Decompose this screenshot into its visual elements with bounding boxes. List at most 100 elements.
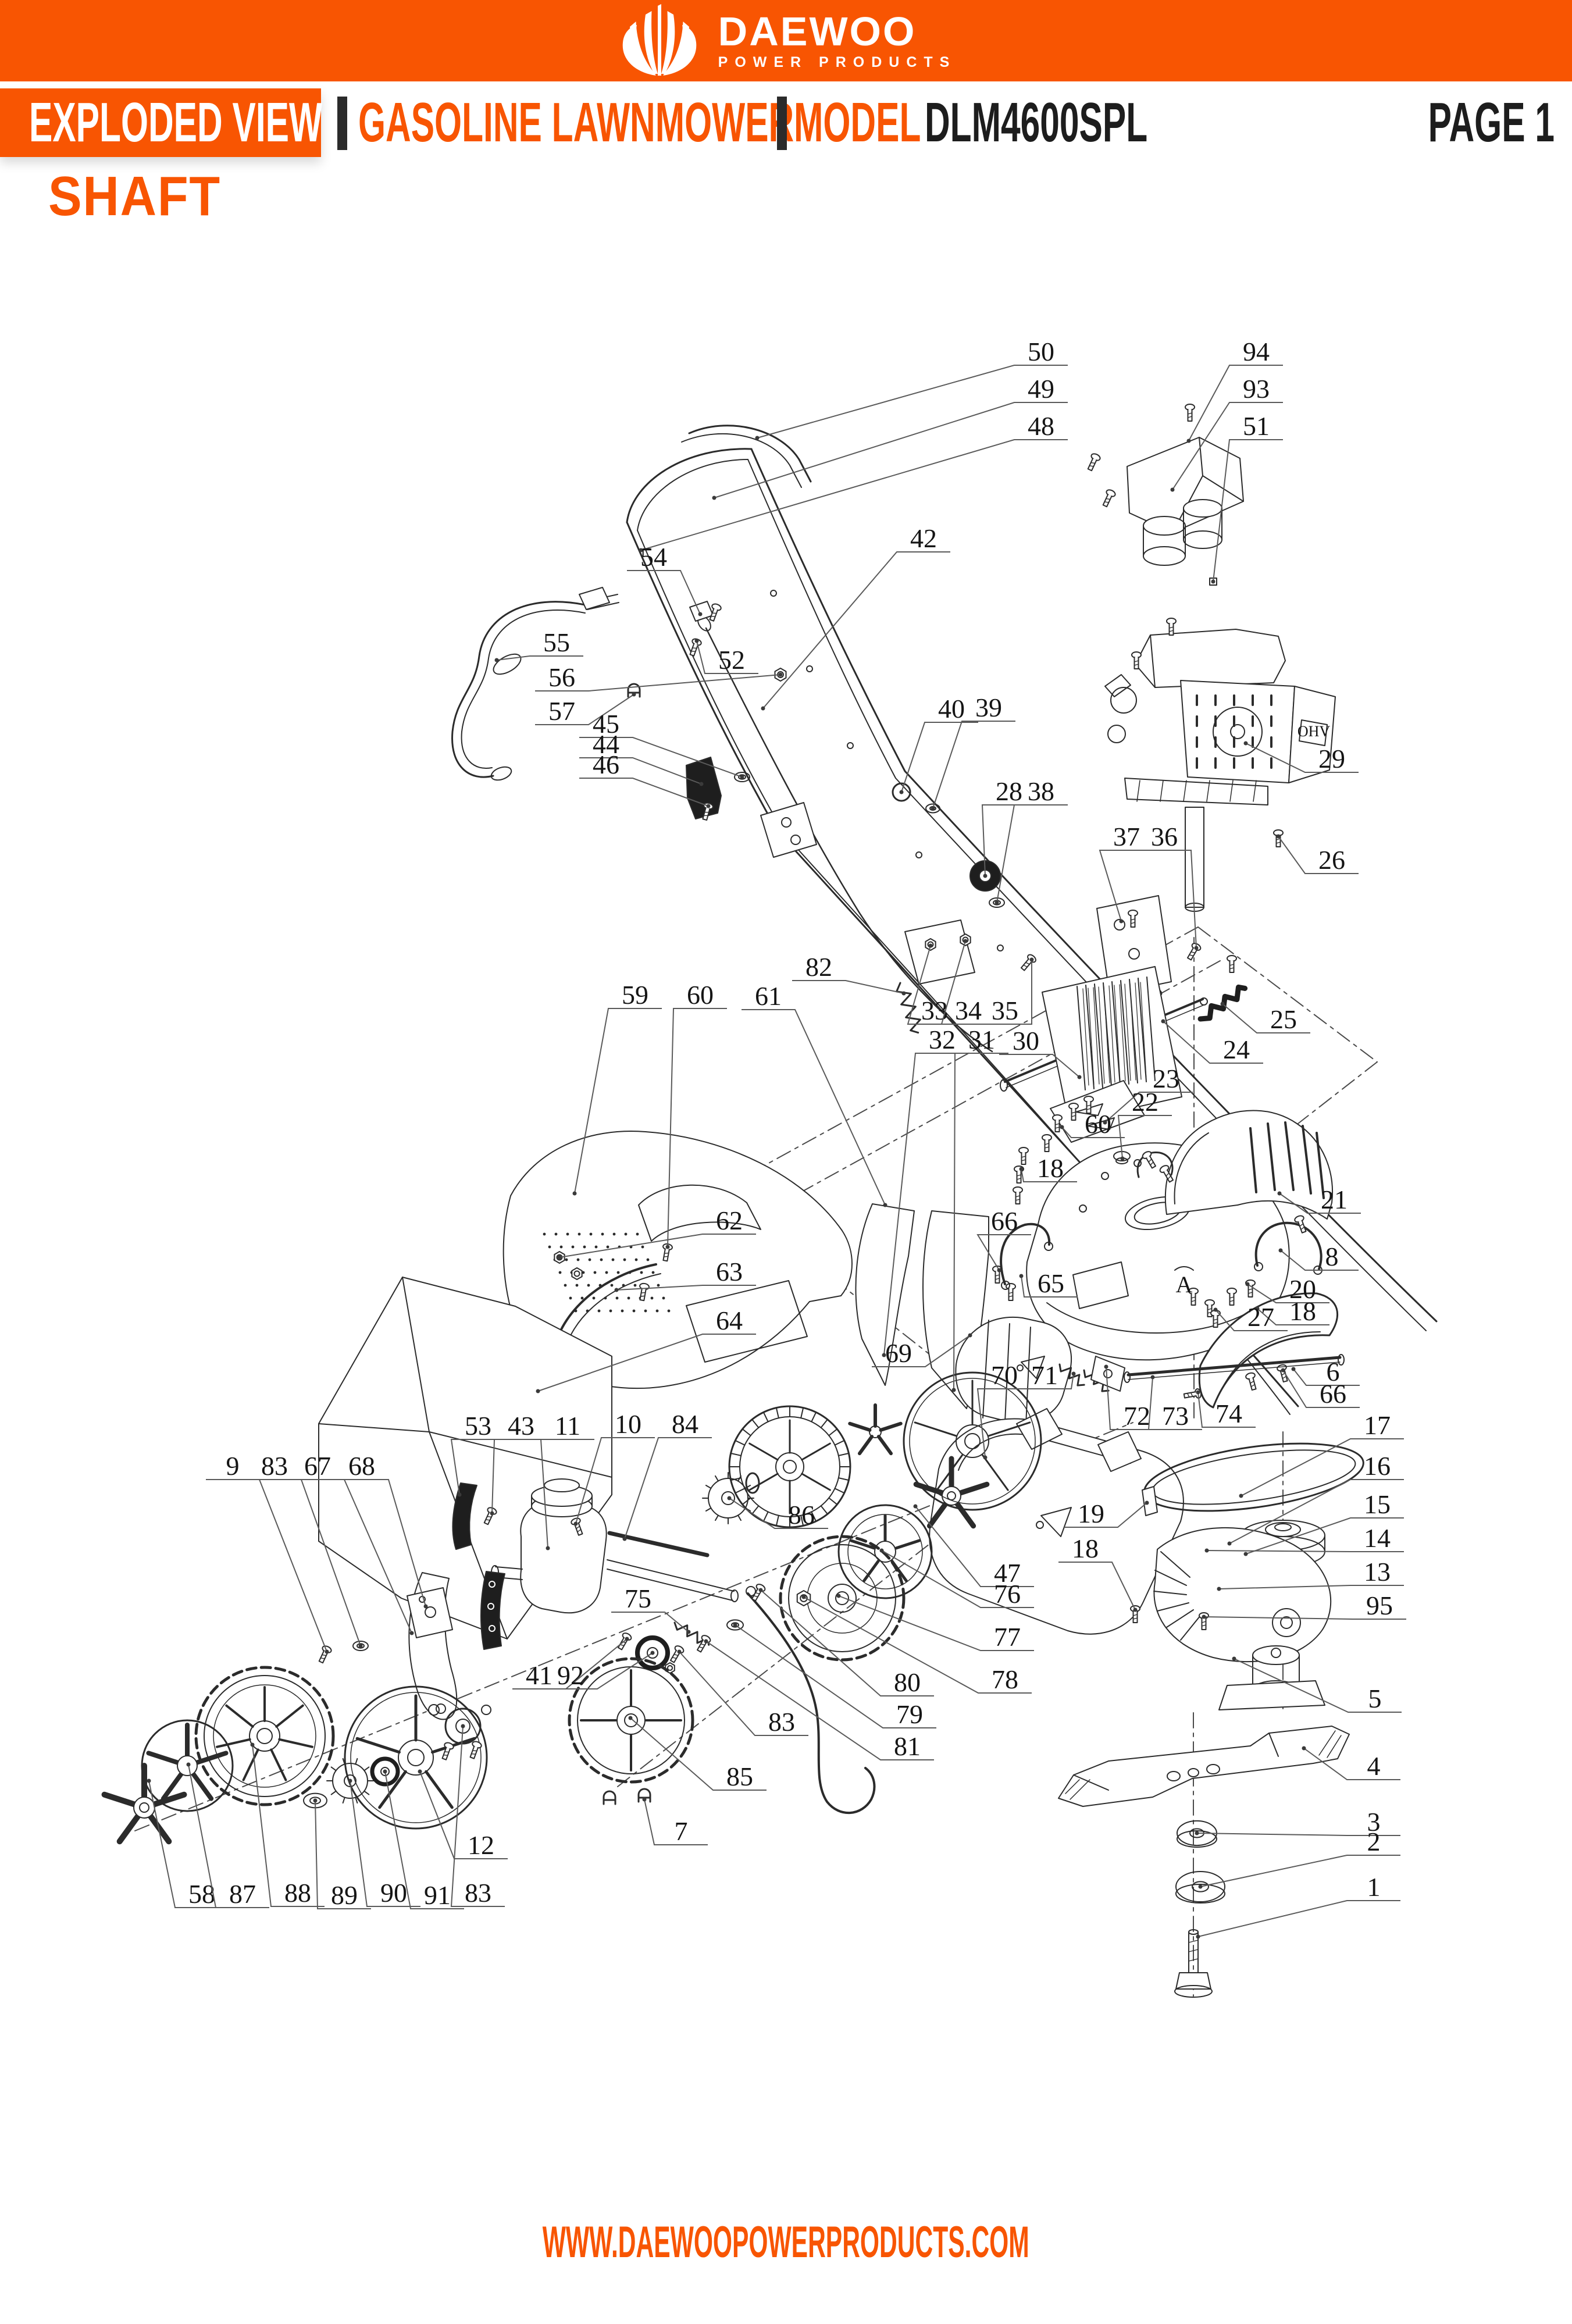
part-label-14: 14: [1204, 1523, 1404, 1553]
part-number: 4: [1367, 1751, 1381, 1781]
part-number: 55: [543, 628, 570, 657]
part-label-79: 79: [733, 1623, 936, 1729]
part-number: 51: [1243, 411, 1270, 441]
fastener-bolt: [441, 1742, 454, 1760]
fastener-bolt: [1018, 1147, 1029, 1165]
part-label-50: 50: [755, 337, 1068, 440]
part-label-80: 80: [758, 1588, 934, 1697]
part-number: 30: [1013, 1026, 1039, 1056]
part-label-23: 23: [1103, 1064, 1193, 1125]
part-label-61: 61: [742, 981, 887, 1207]
part-number: 94: [1243, 337, 1270, 366]
fastener-bolt: [1166, 618, 1177, 636]
part-label-45: 45: [579, 709, 744, 779]
fastener-bolt: [1245, 1279, 1256, 1298]
view-label: EXPLODED VIEW: [29, 91, 323, 154]
fastener-bolt: [318, 1645, 332, 1664]
part-label-18: 18: [1058, 1534, 1138, 1612]
part-number: 9: [226, 1451, 240, 1481]
footer: WWW.DAEWOOPOWERPRODUCTS.COM: [0, 2217, 1572, 2268]
part-number: 28: [996, 776, 1022, 806]
website-url: WWW.DAEWOOPOWERPRODUCTS.COM: [543, 2218, 1029, 2267]
part-number: 47: [994, 1558, 1021, 1588]
part-label-15: 15: [1243, 1489, 1404, 1556]
part-label-66: 66: [1281, 1368, 1360, 1409]
part-label-83: 83: [677, 1649, 808, 1737]
part-label-6: 6: [1291, 1357, 1360, 1386]
part-label-68: 68: [335, 1451, 428, 1609]
part-label-60: 60: [1060, 1109, 1125, 1139]
grass-bag: [318, 1131, 989, 1639]
fastener-bolt: [1273, 829, 1284, 847]
part-number: 8: [1325, 1242, 1339, 1271]
detail-marker-arc: [1174, 1266, 1194, 1271]
part-label-54: 54: [627, 542, 703, 616]
part-number: 74: [1215, 1399, 1242, 1428]
part-number: 35: [992, 996, 1018, 1025]
fastener-bolt: [1185, 404, 1195, 422]
part-label-95: 95: [1202, 1591, 1406, 1620]
part-label-53: 53: [450, 1411, 505, 1497]
part-number: 32: [929, 1025, 956, 1054]
part-number: 18: [1072, 1534, 1099, 1563]
part-number: 19: [1078, 1499, 1104, 1528]
part-number: 85: [726, 1762, 753, 1791]
part-label-44: 44: [579, 729, 704, 786]
part-number: 24: [1223, 1035, 1250, 1064]
part-number: 66: [991, 1206, 1018, 1236]
fastener-bolt: [1014, 1165, 1024, 1184]
fastener-bolt: [1188, 1288, 1199, 1306]
part-label-72: 72: [1104, 1364, 1164, 1431]
part-label-13: 13: [1217, 1557, 1404, 1591]
part-label-39: 39: [931, 693, 1015, 811]
fastener-bolt: [1006, 1283, 1016, 1301]
part-number: 43: [508, 1411, 534, 1441]
part-label-24: 24: [1161, 1019, 1263, 1064]
part-number: 18: [1037, 1153, 1064, 1183]
part-number: 16: [1364, 1451, 1391, 1481]
part-number: 21: [1321, 1185, 1348, 1214]
part-label-83: 83: [450, 1724, 505, 1908]
fastener-bolt: [1294, 1215, 1307, 1234]
part-number: 44: [593, 729, 619, 759]
part-number: 20: [1289, 1274, 1316, 1304]
fastener-bolt: [1131, 651, 1142, 669]
fastener-bolt: [1128, 910, 1138, 928]
part-label-42: 42: [761, 523, 950, 711]
page-number: PAGE 1: [1428, 91, 1555, 154]
separator-bar: [777, 97, 787, 150]
part-label-21: 21: [1277, 1185, 1361, 1214]
part-label-25: 25: [1220, 1001, 1310, 1034]
part-label-32: 32: [882, 1025, 969, 1357]
part-number: 65: [1038, 1268, 1064, 1298]
part-number: 70: [991, 1360, 1018, 1390]
part-label-10: 10: [573, 1409, 655, 1526]
part-label-2: 2: [1198, 1827, 1400, 1889]
part-number: 63: [716, 1257, 743, 1286]
fastener-bolt: [1087, 453, 1101, 472]
part-label-77: 77: [836, 1594, 1034, 1652]
part-number: 95: [1366, 1591, 1393, 1620]
part-number: 53: [465, 1411, 491, 1441]
part-number: 88: [284, 1878, 311, 1908]
part-label-69: 69: [872, 1333, 972, 1368]
part-label-49: 49: [712, 374, 1068, 500]
part-number: 46: [593, 750, 619, 779]
mulch-plug-and-flap: [929, 1316, 1345, 1635]
part-label-63: 63: [614, 1257, 756, 1292]
fastener-bolt: [1020, 954, 1036, 971]
part-label-7: 7: [642, 1797, 708, 1846]
part-label-36: 36: [1138, 822, 1199, 950]
part-label-38: 38: [994, 776, 1068, 905]
part-label-65: 65: [1019, 1268, 1078, 1298]
part-label-58: 58: [147, 1778, 229, 1909]
part-number: 86: [788, 1500, 815, 1530]
part-number: 83: [768, 1707, 795, 1737]
fastener-bolt: [669, 1645, 685, 1663]
part-label-84: 84: [622, 1409, 712, 1541]
part-label-57: 57: [535, 692, 636, 726]
fastener-bolt: [709, 603, 722, 622]
part-number: 7: [675, 1816, 688, 1846]
fastener-bolt: [1052, 1114, 1063, 1132]
